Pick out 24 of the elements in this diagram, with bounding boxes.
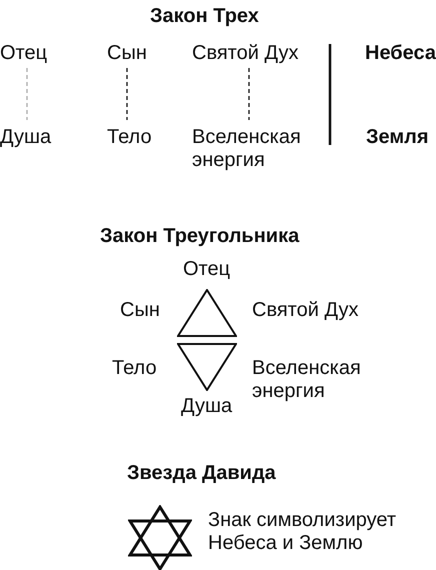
triangle-shape bbox=[177, 343, 237, 391]
node-label: Вселенская энергия bbox=[192, 126, 310, 172]
section-heading: Закон Треугольника bbox=[100, 225, 300, 248]
vertex-label: Святой Дух bbox=[252, 299, 358, 322]
realm-label: Небеса bbox=[365, 42, 436, 65]
star-of-david-icon bbox=[128, 505, 192, 570]
section-heading: Звезда Давида bbox=[127, 462, 276, 485]
node-label: Отец bbox=[0, 42, 48, 65]
vertex-label: Тело bbox=[112, 357, 157, 380]
node-label: Тело bbox=[107, 126, 152, 149]
triangle-shape bbox=[177, 289, 237, 337]
caption-text: Знак символизирует Небеса и Землю bbox=[208, 509, 398, 555]
vertex-label: Сын bbox=[120, 299, 160, 322]
section-heading: Закон Трех bbox=[150, 5, 259, 28]
realm-label: Земля bbox=[366, 126, 429, 149]
node-label: Сын bbox=[107, 42, 147, 65]
node-label: Святой Дух bbox=[192, 42, 298, 65]
dotted-connector bbox=[248, 68, 250, 120]
node-label: Душа bbox=[0, 126, 52, 149]
dotted-connector bbox=[26, 68, 28, 120]
vertex-label: Душа bbox=[181, 395, 232, 418]
vertex-label: Вселенская энергия bbox=[252, 357, 362, 403]
vertex-label: Отец bbox=[183, 258, 230, 281]
dotted-connector bbox=[126, 68, 128, 120]
